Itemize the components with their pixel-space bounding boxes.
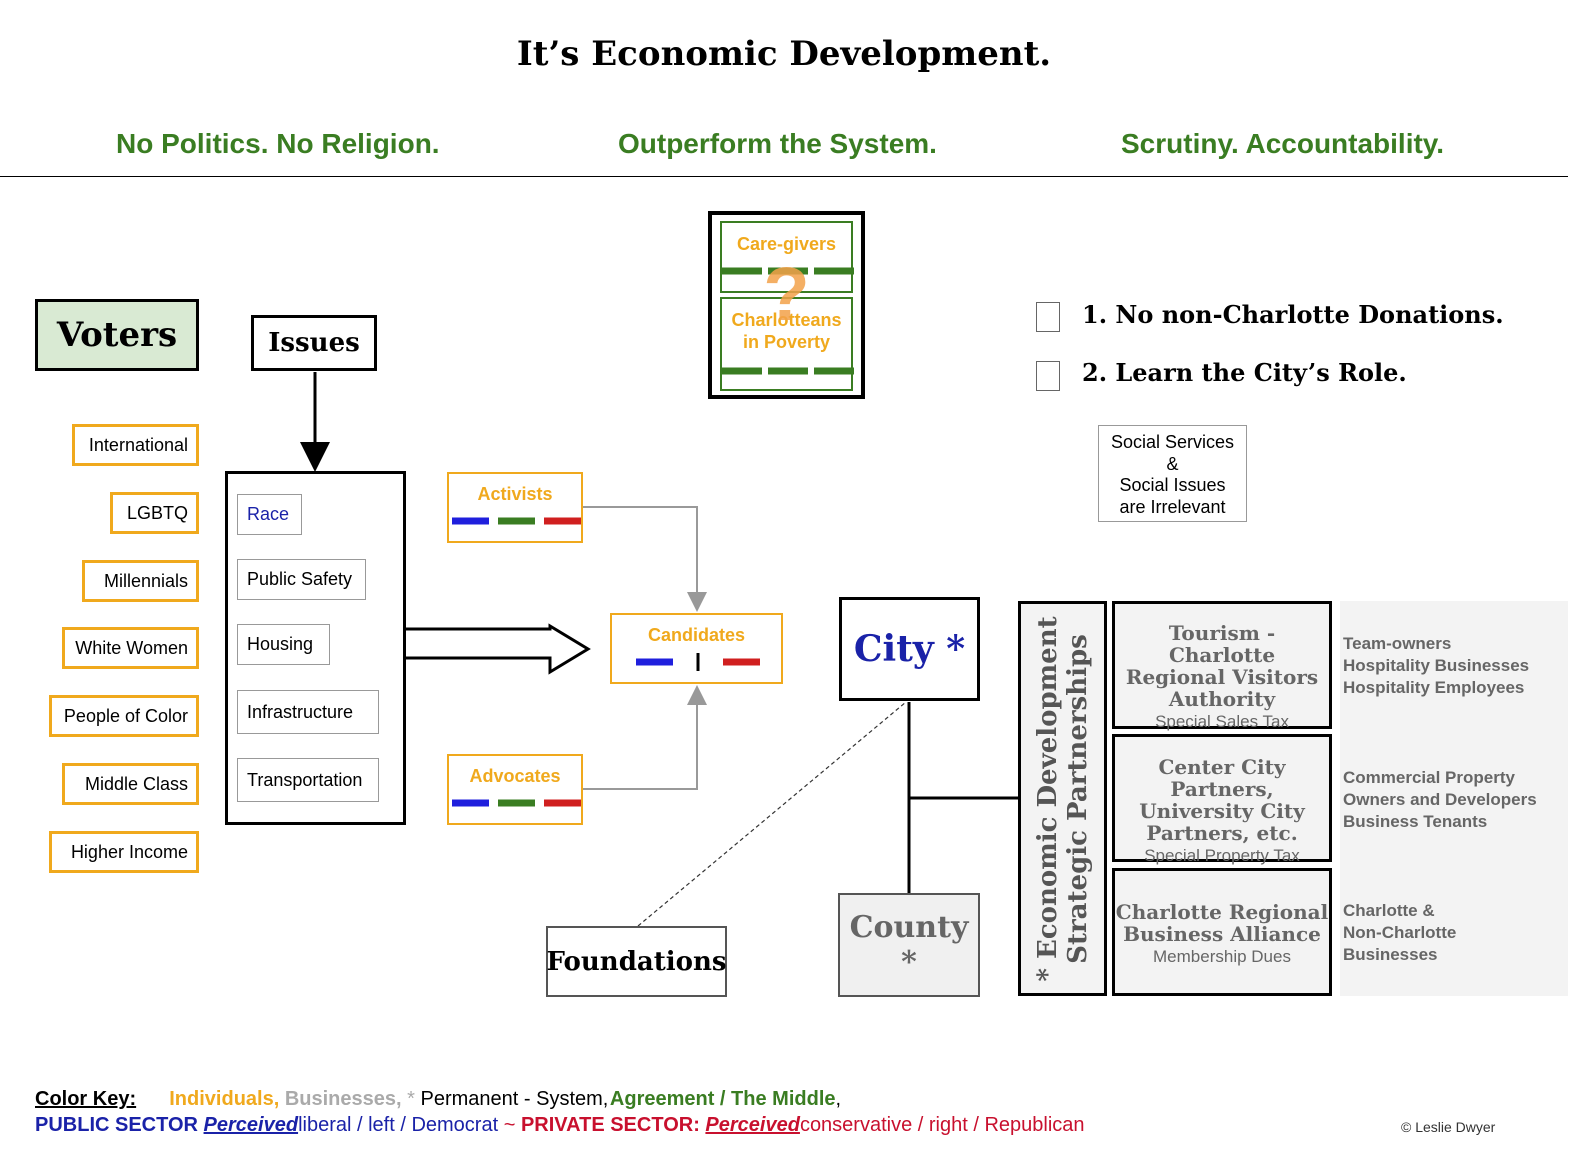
caregivers-poverty-box: Care-givers Charlotteans in Poverty ?	[708, 211, 865, 399]
org-tourism-name: Tourism - Charlotte Regional Visitors Au…	[1125, 621, 1319, 711]
color-key-line-1: Color Key: Individuals, Businesses, * Pe…	[35, 1088, 841, 1111]
voter-group-middle-class: Middle Class	[62, 763, 199, 805]
org-center-city-name: Center City Partners, University City Pa…	[1139, 755, 1305, 845]
stakeholders-business-alliance: Charlotte & Non-Charlotte Businesses	[1343, 901, 1457, 964]
issue-housing: Housing	[237, 624, 330, 665]
candidates-box: Candidates	[610, 613, 783, 684]
activists-connector	[583, 506, 707, 612]
candidates-label: Candidates	[647, 625, 746, 645]
color-key-line-2: PUBLIC SECTOR Perceivedliberal / left / …	[35, 1114, 1085, 1137]
issues-to-candidates-arrow	[406, 623, 591, 675]
legend-comma: ,	[835, 1088, 842, 1110]
legend-star: *	[407, 1088, 415, 1110]
motto-no-politics: No Politics. No Religion.	[116, 128, 440, 159]
voter-group-higher-income: Higher Income	[49, 831, 199, 873]
caregivers-box: Care-givers	[720, 221, 853, 293]
copyright: © Leslie Dwyer	[1401, 1119, 1496, 1135]
org-tourism: Tourism - Charlotte Regional Visitors Au…	[1112, 601, 1332, 731]
rule-1-checkbox[interactable]	[1036, 302, 1060, 332]
stakeholders-center-city: Commercial Property Owners and Developer…	[1343, 768, 1537, 831]
foundations-city-dashed-line	[637, 701, 907, 927]
rule-1-text: 1. No non-Charlotte Donations.	[1082, 300, 1504, 329]
header-divider	[0, 176, 1568, 177]
legend-public-desc: liberal / left / Democrat	[298, 1114, 499, 1136]
issues-box: Issues	[251, 315, 377, 371]
advocates-color-bars	[452, 799, 581, 807]
poverty-box: Charlotteans in Poverty	[720, 297, 853, 391]
poverty-green-bars	[722, 367, 854, 375]
voter-group-lgbtq: LGBTQ	[110, 492, 199, 534]
activists-box: Activists	[447, 472, 583, 543]
edsp-box: * Economic Development Strategic Partner…	[1018, 601, 1107, 996]
advocates-label: Advocates	[469, 766, 561, 786]
org-center-city: Center City Partners, University City Pa…	[1112, 734, 1332, 865]
color-key-label: Color Key:	[35, 1088, 137, 1110]
legend-private-desc: conservative / right / Republican	[799, 1114, 1085, 1136]
issue-transportation: Transportation	[237, 758, 379, 802]
foundations-box: Foundations	[546, 926, 727, 997]
org-business-alliance: Charlotte Regional Business Alliance Mem…	[1112, 868, 1332, 996]
rule-2-checkbox[interactable]	[1036, 361, 1060, 391]
org-center-city-funding: Special Property Tax	[1144, 846, 1300, 865]
org-tourism-funding: Special Sales Tax	[1155, 712, 1289, 731]
legend-permanent: Permanent - System,	[420, 1088, 609, 1110]
voters-box: Voters	[35, 299, 199, 371]
advocates-connector	[583, 685, 707, 790]
candidates-color-bars	[636, 653, 760, 671]
county-box: County *	[838, 893, 980, 997]
issue-infrastructure: Infrastructure	[237, 690, 379, 734]
org-business-alliance-funding: Membership Dues	[1153, 947, 1291, 966]
issues-list-box	[225, 471, 406, 825]
org-business-alliance-name: Charlotte Regional Business Alliance	[1115, 900, 1329, 946]
motto-scrutiny: Scrutiny. Accountability.	[1121, 128, 1445, 159]
legend-private-sector: PRIVATE SECTOR:	[520, 1114, 700, 1136]
question-mark: ?	[763, 252, 810, 337]
voter-group-millennials: Millennials	[82, 560, 199, 602]
caregivers-label: Care-givers	[736, 234, 837, 254]
poverty-label: Charlotteans in Poverty	[731, 310, 842, 352]
motto-outperform: Outperform the System.	[618, 128, 937, 159]
voter-group-international: International	[72, 424, 199, 466]
legend-private-perceived: Perceived	[705, 1114, 800, 1136]
legend-businesses: Businesses,	[284, 1088, 402, 1110]
stakeholders-panel	[1340, 601, 1568, 996]
page-title: It’s Economic Development.	[516, 34, 1052, 74]
voter-group-people-of-color: People of Color	[49, 695, 199, 737]
activists-color-bars	[452, 517, 581, 525]
legend-public-sector: PUBLIC SECTOR	[35, 1114, 198, 1136]
issue-public-safety: Public Safety	[237, 559, 366, 600]
social-services-irrelevant-note: Social Services & Social Issues are Irre…	[1098, 425, 1247, 522]
advocates-box: Advocates	[447, 754, 583, 825]
issue-race: Race	[237, 494, 302, 535]
stakeholders-tourism: Team-owners Hospitality Businesses Hospi…	[1343, 634, 1530, 697]
rule-2-text: 2. Learn the City’s Role.	[1082, 358, 1407, 387]
legend-tilde: ~	[503, 1114, 516, 1136]
legend-individuals: Individuals,	[169, 1088, 280, 1110]
caregivers-green-bars	[722, 267, 854, 275]
edsp-label: * Economic Development Strategic Partner…	[1032, 615, 1093, 982]
activists-label: Activists	[477, 484, 553, 504]
legend-public-perceived: Perceived	[203, 1114, 299, 1136]
city-box: City *	[839, 597, 980, 701]
legend-agreement: Agreement / The Middle	[609, 1088, 836, 1110]
voter-group-white-women: White Women	[62, 627, 199, 669]
